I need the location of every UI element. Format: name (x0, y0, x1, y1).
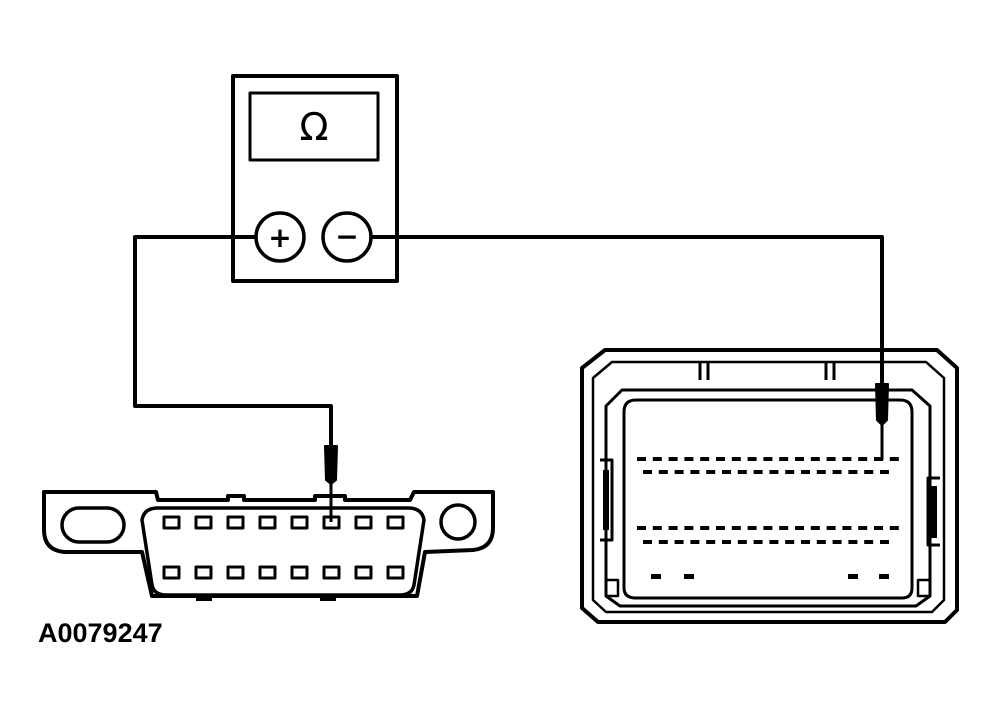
module-pin (779, 526, 789, 530)
module-pin (684, 457, 694, 461)
module-pin (874, 526, 883, 530)
module-pin (874, 457, 883, 461)
module-pin (785, 540, 795, 544)
module-pin (769, 470, 779, 474)
module-pin (810, 526, 820, 530)
module-pin (684, 574, 694, 579)
negative-terminal-label: − (335, 220, 358, 253)
module-pin (795, 457, 804, 461)
module-pin (684, 526, 694, 530)
module-pin (737, 470, 747, 474)
module-pin (706, 540, 716, 544)
module-pin (651, 574, 661, 579)
mounting-hole (439, 503, 477, 541)
module-pin (668, 457, 678, 461)
module-pin (816, 470, 826, 474)
ohm-symbol: Ω (299, 105, 328, 149)
module-pin (880, 540, 889, 544)
module-probe (875, 383, 889, 460)
module-pin (637, 457, 646, 461)
module-pin (637, 526, 646, 530)
module-pin (848, 470, 858, 474)
module-pin (674, 540, 684, 544)
module-pin (690, 470, 700, 474)
module-pin (753, 540, 763, 544)
module-pin (716, 526, 725, 530)
meter-display (248, 91, 380, 162)
module-pin (832, 470, 842, 474)
mounting-slot (60, 506, 126, 544)
module-pin (864, 540, 874, 544)
module-pin (716, 457, 725, 461)
module-pin (864, 470, 874, 474)
dlc-pins-top (162, 515, 405, 530)
dlc-probe (324, 445, 338, 522)
negative-test-lead (371, 235, 884, 386)
figure-id: A0079247 (38, 618, 163, 648)
module-pin (700, 457, 710, 461)
module-pin (832, 540, 842, 544)
dlc-pins-bottom (162, 565, 405, 580)
module-pin (652, 526, 662, 530)
module-pin (668, 526, 678, 530)
module-pin (737, 540, 747, 544)
module-pin (753, 470, 763, 474)
module-pin (858, 526, 868, 530)
module-pin (842, 526, 852, 530)
module-pin (658, 470, 668, 474)
module-pin (795, 526, 804, 530)
module-pin (690, 540, 700, 544)
module-pin (731, 526, 741, 530)
module-pin (643, 540, 652, 544)
module-pin (848, 574, 858, 579)
module-pin (769, 540, 779, 544)
module-pin (747, 457, 757, 461)
module-pin (848, 540, 858, 544)
module-pin (779, 457, 789, 461)
module-pin (785, 470, 795, 474)
module-pin (889, 526, 899, 530)
module-pin (722, 470, 731, 474)
positive-terminal-label: + (268, 221, 291, 254)
module-connector-pins (637, 457, 899, 579)
module-pin (722, 540, 731, 544)
module-pin (731, 457, 741, 461)
module-pin (889, 457, 899, 461)
module-pin (801, 470, 810, 474)
module-pin (700, 526, 710, 530)
module-pin (826, 526, 836, 530)
module-pin (706, 470, 716, 474)
data-link-connector (42, 490, 495, 601)
module-pin (763, 457, 773, 461)
module-pin (826, 457, 836, 461)
positive-test-lead (133, 235, 333, 448)
module-pin (879, 574, 889, 579)
module-pin (658, 540, 668, 544)
module-pin (858, 457, 868, 461)
module-pin (747, 526, 757, 530)
module-pin (674, 470, 684, 474)
module-pin (652, 457, 662, 461)
module-pin (842, 457, 852, 461)
module-pin (810, 457, 820, 461)
module-pin (643, 470, 652, 474)
module-pin (880, 470, 889, 474)
module-connector (580, 348, 959, 624)
module-pin (763, 526, 773, 530)
module-pin (816, 540, 826, 544)
module-pin (801, 540, 810, 544)
